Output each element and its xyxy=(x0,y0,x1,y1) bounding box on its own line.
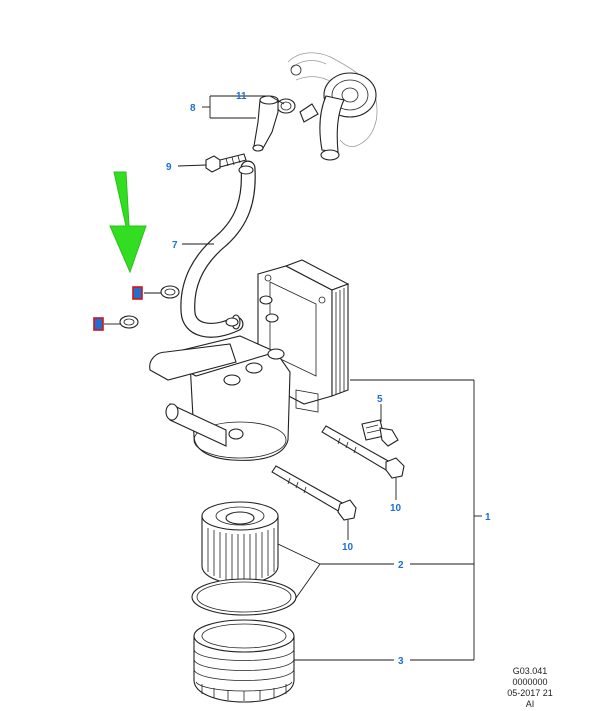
water-pump-housing xyxy=(287,52,378,161)
drawing-serial: 0000000 xyxy=(512,677,548,687)
oil-filter-element xyxy=(201,501,279,585)
callout-7: 7 xyxy=(172,240,178,251)
callout-2: 2 xyxy=(398,560,404,571)
leader-lines xyxy=(104,95,482,661)
drawing-reference: G03.041 0000000 05-2017 21 AI xyxy=(480,666,580,710)
callout-1: 1 xyxy=(485,512,491,523)
callout-11: 11 xyxy=(236,91,247,102)
callout-10-right: 10 xyxy=(390,503,402,514)
drawing-code: G03.041 xyxy=(512,666,548,676)
oil-pressure-sensor xyxy=(361,419,399,447)
filter-cap xyxy=(193,619,295,703)
callout-5: 5 xyxy=(377,394,383,405)
hose-connector xyxy=(252,95,296,152)
long-bolt-lower xyxy=(271,465,357,521)
highlight-box-lower[interactable] xyxy=(93,317,104,331)
green-arrow-icon xyxy=(109,171,147,274)
callout-9: 9 xyxy=(166,162,172,173)
highlight-box-upper[interactable] xyxy=(132,286,143,300)
coolant-hose xyxy=(180,160,256,338)
bolt-9 xyxy=(205,153,247,173)
o-ring-lower xyxy=(119,315,139,329)
drawing-date: 05-2017 21 xyxy=(507,688,553,698)
callout-10-lower: 10 xyxy=(342,542,354,553)
o-ring-upper xyxy=(160,285,180,299)
filter-o-ring xyxy=(191,578,297,616)
callout-3: 3 xyxy=(398,656,404,667)
long-bolt-right xyxy=(321,425,405,479)
drawing-suffix: AI xyxy=(525,699,535,709)
oil-filter-housing xyxy=(149,317,319,461)
callout-8: 8 xyxy=(190,103,196,114)
